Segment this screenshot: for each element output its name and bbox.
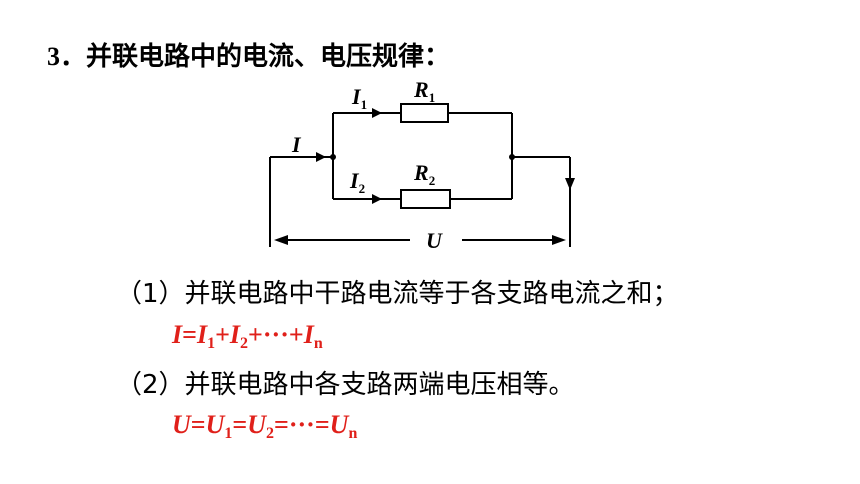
resistor-r1: [400, 103, 449, 123]
section-title: ．并联电路中的电流、电压规律：: [60, 42, 451, 72]
right-junction-node: [509, 154, 515, 160]
left-junction-node: [330, 154, 336, 160]
label-total-current: I: [291, 132, 302, 157]
resistor-r2: [400, 189, 451, 209]
label-voltage: U: [426, 228, 443, 253]
total-current-arrow-icon: [316, 152, 326, 162]
label-branch1-current: I1: [351, 84, 367, 112]
voltage-arrow-left-icon: [274, 235, 288, 245]
branch1-current-arrow-icon: [372, 108, 382, 118]
formula-voltage: U=U1=U2=···=Un: [172, 410, 358, 442]
rule-current: （1）并联电路中干路电流等于各支路电流之和；: [116, 279, 679, 309]
formula-current: I=I1+I2+···+In: [172, 320, 323, 352]
branch2-current-arrow-icon: [372, 194, 382, 204]
section-number: 3: [47, 42, 60, 71]
output-current-arrow-icon: [565, 178, 575, 190]
section-heading: 3．并联电路中的电流、电压规律：: [47, 36, 450, 73]
label-branch2-current: I2: [349, 168, 365, 196]
label-resistor1: R1: [413, 77, 435, 105]
voltage-arrow-right-icon: [552, 235, 566, 245]
rule-voltage: （2）并联电路中各支路两端电压相等。: [116, 370, 575, 400]
label-resistor2: R2: [413, 160, 435, 188]
